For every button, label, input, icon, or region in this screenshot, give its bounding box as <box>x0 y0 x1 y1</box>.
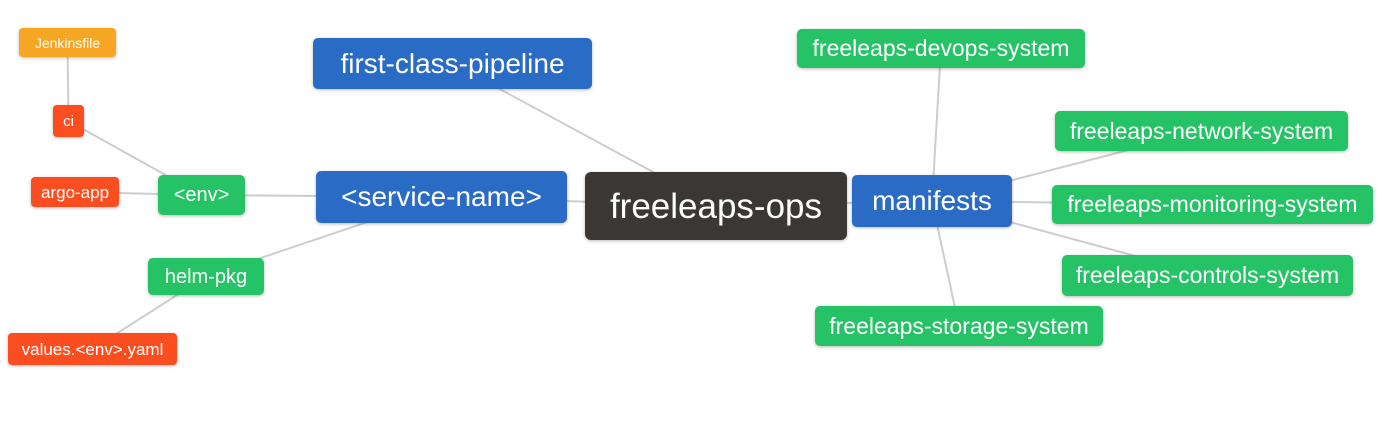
node-freeleaps-network-system[interactable]: freeleaps-network-system <box>1055 111 1348 151</box>
node-freeleaps-devops-system[interactable]: freeleaps-devops-system <box>797 29 1085 68</box>
node-first-class-pipeline[interactable]: first-class-pipeline <box>313 38 592 89</box>
node-root-freeleaps-ops[interactable]: freeleaps-ops <box>585 172 847 240</box>
node-ci[interactable]: ci <box>53 105 84 137</box>
node-env[interactable]: <env> <box>158 175 245 215</box>
node-jenkinsfile[interactable]: Jenkinsfile <box>19 28 116 57</box>
node-service-name[interactable]: <service-name> <box>316 171 567 223</box>
node-helm-pkg[interactable]: helm-pkg <box>148 258 264 295</box>
node-freeleaps-controls-system[interactable]: freeleaps-controls-system <box>1062 255 1353 296</box>
node-manifests[interactable]: manifests <box>852 175 1012 227</box>
node-freeleaps-monitoring-system[interactable]: freeleaps-monitoring-system <box>1052 185 1373 224</box>
node-freeleaps-storage-system[interactable]: freeleaps-storage-system <box>815 306 1103 346</box>
node-argo-app[interactable]: argo-app <box>31 177 120 207</box>
node-values-env-yaml[interactable]: values.<env>.yaml <box>8 333 177 365</box>
